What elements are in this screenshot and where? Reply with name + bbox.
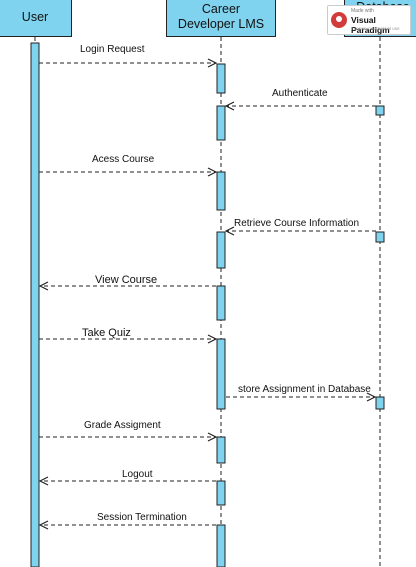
lifeline-lms: Career Developer LMS [166, 0, 276, 37]
lifeline-user-label: User [21, 9, 49, 24]
watermark-edition: For non-commercial use [351, 26, 400, 31]
activation-lms-9 [216, 524, 226, 567]
message-label-view-course: View Course [95, 274, 158, 286]
message-label-acess-course: Acess Course [92, 154, 155, 165]
message-label-retrieve-course-information: Retrieve Course Information [234, 218, 360, 229]
visual-paradigm-watermark: Made with Visual Paradigm For non-commer… [327, 5, 411, 35]
activation-lms-4 [216, 231, 226, 269]
activation-lms-5 [216, 285, 226, 321]
activation-lms-8 [216, 480, 226, 506]
watermark-brand: Visual Paradigm [351, 15, 390, 35]
lifeline-lms-label: Career Developer LMS [177, 2, 265, 31]
activation-lms-1 [216, 63, 226, 94]
message-label-take-quiz: Take Quiz [82, 327, 131, 339]
message-label-grade-assigment: Grade Assigment [84, 420, 161, 431]
visual-paradigm-logo-icon [331, 12, 347, 28]
message-label-store-assignment: store Assignment in Database [238, 384, 371, 395]
message-label-session-termination: Session Termination [97, 512, 187, 523]
lifeline-user: User [0, 0, 72, 37]
activation-db-3 [375, 396, 385, 410]
activation-lms-3 [216, 171, 226, 211]
watermark-made-with: Made with [351, 8, 374, 14]
activation-db-1 [375, 105, 385, 116]
activation-lms-7 [216, 436, 226, 464]
message-label-login-request: Login Request [80, 44, 145, 55]
message-label-logout: Logout [122, 469, 153, 480]
activation-lms-2 [216, 105, 226, 141]
message-label-authenticate: Authenticate [272, 88, 328, 99]
activation-lms-6 [216, 338, 226, 410]
activation-user [30, 42, 40, 567]
activation-db-2 [375, 231, 385, 243]
